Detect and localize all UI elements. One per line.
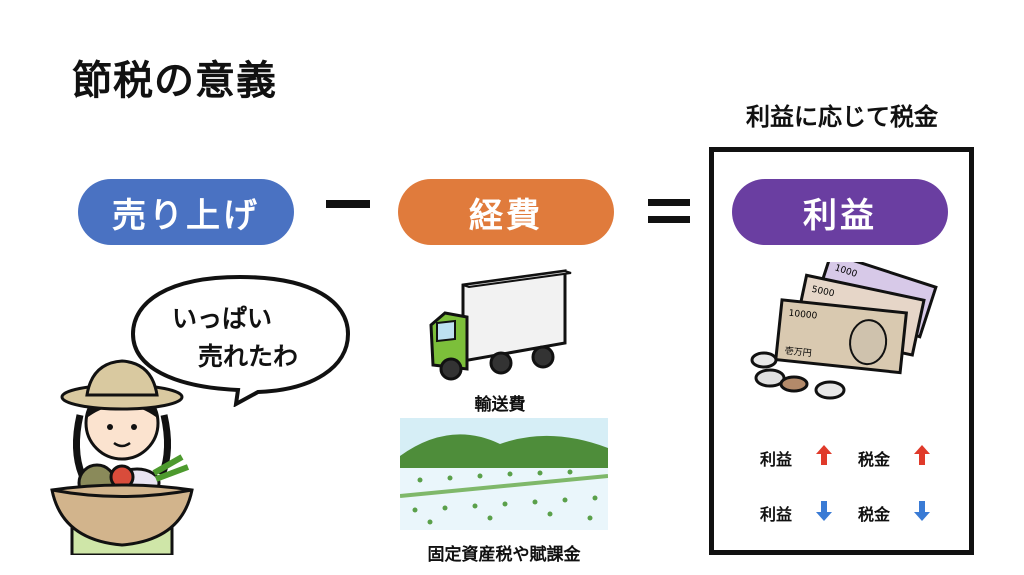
- profit-pill: 利益: [732, 179, 948, 245]
- arrow-down-icon: [914, 501, 930, 521]
- truck-caption: 輸送費: [474, 395, 526, 415]
- profit-box-heading: 利益に応じて税金: [746, 103, 938, 131]
- arrow-up-icon: [816, 445, 832, 465]
- arrow-down-icon: [816, 501, 832, 521]
- equals-operator: [648, 199, 690, 233]
- minus-operator: [326, 200, 370, 208]
- row-down-tax-label: 税金: [858, 505, 891, 524]
- speech-bubble-text: いっぱい 売れたわ: [172, 300, 298, 376]
- row-up-tax-label: 税金: [858, 450, 891, 469]
- land-caption: 固定資産税や賦課金: [427, 545, 581, 565]
- page-title: 節税の意義: [72, 58, 277, 104]
- speech-line-1: いっぱい: [172, 304, 273, 333]
- row-down-profit-label: 利益: [760, 505, 793, 524]
- row-up-profit-label: 利益: [760, 450, 793, 469]
- farmer-woman-illustration: [50, 359, 194, 555]
- expenses-pill: 経費: [398, 179, 614, 245]
- speech-line-2: 売れたわ: [198, 342, 299, 371]
- profit-box: [709, 147, 974, 555]
- arrow-up-icon: [914, 445, 930, 465]
- banknote-label: 壱万円: [784, 344, 812, 359]
- truck-illustration: [429, 269, 572, 381]
- sales-pill: 売り上げ: [78, 179, 294, 245]
- speech-bubble: [130, 274, 351, 407]
- banknote-label: 10000: [788, 309, 818, 322]
- banknote-label: 5000: [811, 285, 836, 300]
- money-illustration: 1000 5000 10000 壱万円: [750, 262, 938, 400]
- rice-field-illustration: [400, 418, 608, 530]
